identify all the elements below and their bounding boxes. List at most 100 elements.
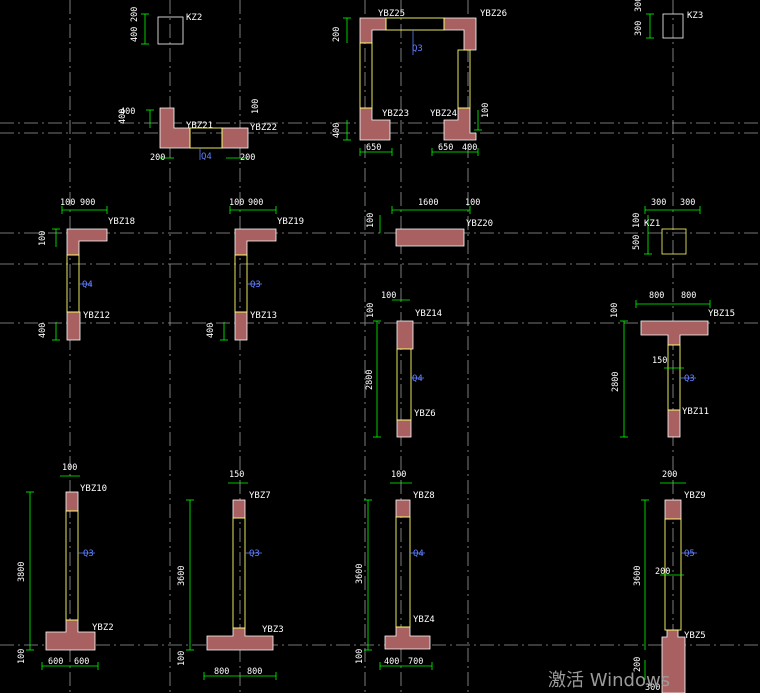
column-ybz10[interactable] — [65, 491, 79, 512]
dim-text: 400 — [462, 143, 477, 153]
dimension-lines — [26, 13, 711, 680]
label-kz3: KZ3 — [687, 11, 703, 21]
column-ybz26[interactable] — [443, 17, 477, 51]
dim-text: 400 — [38, 323, 48, 338]
column-ybz18[interactable] — [66, 228, 108, 256]
dim-text: 100 — [38, 231, 48, 246]
label-ybz21: YBZ21 — [186, 121, 213, 131]
label-ybz9: YBZ9 — [684, 491, 706, 501]
column-ybz6[interactable] — [396, 419, 412, 438]
label-ybz5: YBZ5 — [684, 631, 706, 641]
column-ybz5[interactable] — [661, 629, 686, 693]
column-labels: KZ2 KZ3 YBZ25 YBZ26 YBZ23 YBZ24 YBZ21 YB… — [80, 9, 735, 641]
label-ybz15: YBZ15 — [708, 309, 735, 319]
label-ybz11: YBZ11 — [682, 407, 709, 417]
dim-text: 800 — [247, 667, 262, 677]
label-ybz20: YBZ20 — [466, 219, 493, 229]
wall-tag: Q5 — [684, 549, 695, 559]
label-ybz13: YBZ13 — [250, 311, 277, 321]
column-ybz3[interactable] — [206, 627, 274, 651]
dim-text: 700 — [408, 657, 423, 667]
dim-text: 800 — [681, 291, 696, 301]
column-ybz24[interactable] — [443, 107, 477, 141]
wall-tag: Q4 — [412, 374, 423, 384]
label-ybz8: YBZ8 — [413, 491, 435, 501]
wall-tag: Q4 — [201, 152, 212, 162]
column-ybz19[interactable] — [234, 228, 277, 256]
column-kz3[interactable] — [662, 13, 684, 39]
wall-tags: Q3 Q4 Q4 Q3 Q4 Q3 Q3 Q3 Q4 Q5 — [82, 44, 695, 559]
dim-text: 200 — [332, 27, 342, 42]
wall-tag: Q3 — [83, 549, 94, 559]
dim-text: 100 — [465, 198, 480, 208]
column-ybz22[interactable] — [221, 127, 249, 149]
dim-text: 500 — [632, 235, 642, 250]
wall-tag: Q3 — [249, 549, 260, 559]
dim-text: 300 — [645, 683, 660, 693]
dim-text: 150 — [229, 470, 244, 480]
label-kz1: KZ1 — [644, 219, 660, 229]
label-ybz18: YBZ18 — [108, 217, 135, 227]
dim-text: 300 — [680, 198, 695, 208]
dim-text: 3600 — [355, 564, 365, 584]
dim-text: 100 — [62, 463, 77, 473]
activation-watermark: 激活 Windows — [548, 670, 670, 691]
dimension-text: 650 650 400 200 200 100 900 100 900 1600… — [48, 143, 696, 693]
dim-text: 400 — [118, 109, 128, 124]
column-ybz11[interactable] — [667, 409, 681, 438]
label-ybz23: YBZ23 — [382, 109, 409, 119]
label-ybz19: YBZ19 — [277, 217, 304, 227]
dim-text: 400 — [332, 123, 342, 138]
wall-tag-leaders — [78, 30, 697, 554]
dim-text: 800 — [214, 667, 229, 677]
dim-text: 600 — [48, 657, 63, 667]
dim-text: 900 — [80, 198, 95, 208]
dim-text: 200 — [662, 470, 677, 480]
column-ybz13[interactable] — [234, 311, 248, 341]
label-ybz10: YBZ10 — [80, 484, 107, 494]
dim-text: 400 — [130, 27, 140, 42]
wall-tag: Q3 — [412, 44, 423, 54]
column-ybz7[interactable] — [232, 499, 246, 519]
dim-text: 400 — [206, 323, 216, 338]
dim-text: 800 — [649, 291, 664, 301]
column-ybz9[interactable] — [664, 499, 682, 520]
dim-text: 100 — [17, 649, 27, 664]
dim-text: 100 — [481, 103, 491, 118]
dim-text: 900 — [248, 198, 263, 208]
dim-text: 650 — [366, 143, 381, 153]
label-ybz12: YBZ12 — [83, 311, 110, 321]
column-kz2[interactable] — [157, 16, 184, 45]
dim-text: 2800 — [611, 372, 621, 392]
wall-tag: Q4 — [82, 280, 93, 290]
dim-text: 100 — [366, 303, 376, 318]
column-ybz8[interactable] — [395, 499, 411, 518]
dim-text: 200 — [150, 153, 165, 163]
column-kz1[interactable] — [661, 228, 687, 255]
dim-text: 200 — [240, 153, 255, 163]
column-ybz20[interactable] — [395, 228, 465, 247]
column-ybz2[interactable] — [45, 619, 96, 651]
column-ybz4[interactable] — [384, 626, 431, 650]
dim-text: 200 — [130, 7, 140, 22]
dim-text: 3600 — [177, 566, 187, 586]
walls — [65, 17, 682, 631]
column-ybz14[interactable] — [396, 320, 414, 350]
wall-tag: Q3 — [684, 374, 695, 384]
label-kz2: KZ2 — [186, 13, 202, 23]
dim-text: 100 — [381, 291, 396, 301]
dimension-text-vertical: 200 400 300 300 200 400 400 100 400 100 … — [17, 0, 644, 672]
column-ybz15[interactable] — [640, 320, 709, 346]
column-ybz12[interactable] — [66, 311, 81, 341]
dim-text: 600 — [74, 657, 89, 667]
column-ybz25[interactable] — [359, 17, 387, 44]
dim-text: 100 — [366, 213, 376, 228]
label-ybz7: YBZ7 — [249, 491, 271, 501]
dim-text: 200 — [655, 567, 670, 577]
wall-tag: Q4 — [413, 549, 424, 559]
label-ybz4: YBZ4 — [413, 615, 435, 625]
dim-text: 3600 — [633, 566, 643, 586]
